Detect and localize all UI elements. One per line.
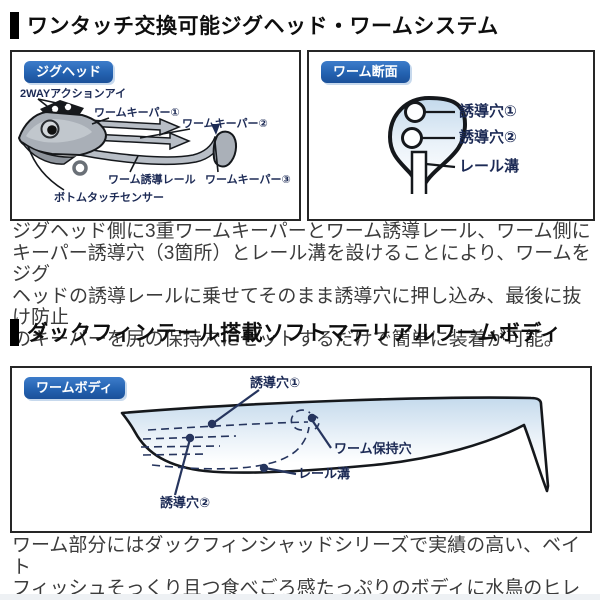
section1-title: ワンタッチ交換可能ジグヘッド・ワームシステム — [27, 15, 499, 38]
title-bar-mark — [10, 11, 19, 39]
label-rail-groove: レール溝 — [298, 466, 351, 481]
crest-eyelet-2 — [64, 103, 72, 111]
cross-section-badge: ワーム断面 — [321, 61, 410, 83]
rail-slot — [410, 150, 428, 194]
label-guide-hole2: 誘導穴② — [160, 495, 211, 510]
label-bottom-sensor: ボトムタッチセンサー — [54, 192, 164, 204]
section2-header: ダックフィンテール搭載ソフトマテリアルワームボディ — [10, 317, 562, 347]
crest-eyelet-1 — [51, 105, 59, 113]
label-keeper2: ワームキーパー② — [182, 118, 268, 130]
label-guide-hole2: 誘導穴② — [459, 129, 517, 146]
bottom-edge-strip — [0, 594, 600, 600]
section2-title: ダックフィンテール搭載ソフトマテリアルワームボディ — [27, 322, 562, 345]
cross-section-callout-lines — [422, 110, 456, 169]
cross-section-illustration — [388, 96, 467, 194]
label-guide-hole1: 誘導穴① — [459, 103, 517, 120]
sensor-ring — [72, 160, 88, 176]
worm-body-shape — [120, 396, 550, 493]
title-bar-mark — [10, 318, 19, 346]
label-guide-rail: ワーム誘導レール — [108, 174, 196, 186]
section1-header: ワンタッチ交換可能ジグヘッド・ワームシステム — [10, 10, 499, 40]
worm-body-panel: ワームボディ — [10, 366, 592, 533]
jighead-pupil — [47, 125, 57, 135]
worm-body-illustration — [120, 389, 550, 496]
jighead-illustration — [17, 98, 238, 191]
keeper3-marker — [211, 124, 220, 135]
keeper3-hook-shape — [212, 130, 238, 168]
label-rail-groove: レール溝 — [459, 158, 520, 175]
label-keeper1: ワームキーパー① — [94, 107, 180, 119]
guide-hole2-circle — [401, 127, 423, 149]
label-action-eye: 2WAYアクションアイ — [20, 88, 127, 100]
guide-hole1-circle — [404, 101, 426, 123]
section2-description: ワーム部分にはダックフィンシャッドシリーズで実績の高い、ベイト フィッシュそっく… — [12, 535, 581, 600]
label-keeper3: ワームキーパー③ — [205, 174, 291, 186]
jighead-badge: ジグヘッド — [24, 61, 114, 83]
worm-body-badge: ワームボディ — [24, 377, 125, 399]
worm-cross-section-panel: ワーム断面 誘導穴① 誘導穴② レール溝 — [307, 50, 595, 221]
jighead-panel: ジグヘッド — [10, 50, 301, 221]
jighead-callout-lines — [27, 98, 219, 191]
jighead-chin — [21, 141, 77, 165]
label-keep-hole: ワーム保持穴 — [334, 441, 412, 456]
section1-description: ジグヘッド側に3重ワームキーパーとワーム誘導レール、ワーム側に キーパー誘導穴（… — [12, 221, 591, 350]
worm-body-callout-lines — [173, 389, 332, 496]
label-guide-hole1: 誘導穴① — [250, 375, 301, 390]
